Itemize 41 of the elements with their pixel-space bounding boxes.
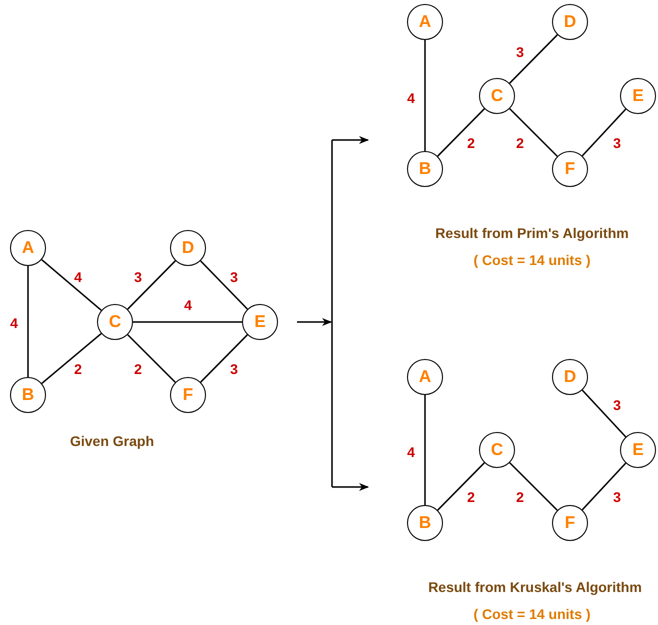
edge-line [582, 108, 626, 156]
edge-line [509, 462, 558, 511]
edge-weight: 4 [74, 270, 82, 284]
graph-caption: Given Graph [70, 434, 154, 448]
edge-line [27, 266, 29, 377]
edge-weight: 3 [230, 362, 238, 376]
edge-weight: 2 [74, 362, 82, 376]
edge-weight: 4 [184, 298, 192, 312]
edge-line [424, 395, 426, 505]
edge-line [437, 108, 485, 157]
edge-weight: 3 [230, 270, 238, 284]
edge-line [582, 390, 626, 438]
edge-line [200, 334, 248, 383]
edge-line [133, 321, 242, 323]
edge-weight: 2 [467, 490, 475, 504]
edge-line [200, 260, 248, 310]
edge-weight: 2 [516, 136, 524, 150]
edge-line [509, 108, 558, 157]
edge-line [582, 462, 626, 510]
graph-caption: Result from Kruskal's Algorithm [428, 580, 642, 594]
graph-caption: Result from Prim's Algorithm [435, 226, 629, 240]
edge-line [41, 259, 102, 311]
edge-line [437, 462, 485, 511]
edge-weight: 2 [134, 362, 142, 376]
edge-weight: 3 [613, 490, 621, 504]
cost-caption: ( Cost = 14 units ) [473, 607, 591, 621]
edge-line [127, 260, 176, 310]
cost-caption: ( Cost = 14 units ) [473, 253, 591, 267]
edge-weight: 3 [516, 45, 524, 59]
edge-line [509, 34, 558, 84]
edge-weight: 4 [407, 91, 415, 105]
edge-weight: 3 [134, 270, 142, 284]
edge-weight: 4 [407, 445, 415, 459]
edge-line [41, 333, 102, 384]
edge-weight: 3 [613, 398, 621, 412]
edge-line [127, 334, 176, 383]
edge-weight: 3 [613, 136, 621, 150]
edge-line [424, 40, 426, 151]
edge-weight: 2 [467, 136, 475, 150]
edge-weight: 2 [516, 490, 524, 504]
edge-weight: 4 [10, 316, 18, 330]
